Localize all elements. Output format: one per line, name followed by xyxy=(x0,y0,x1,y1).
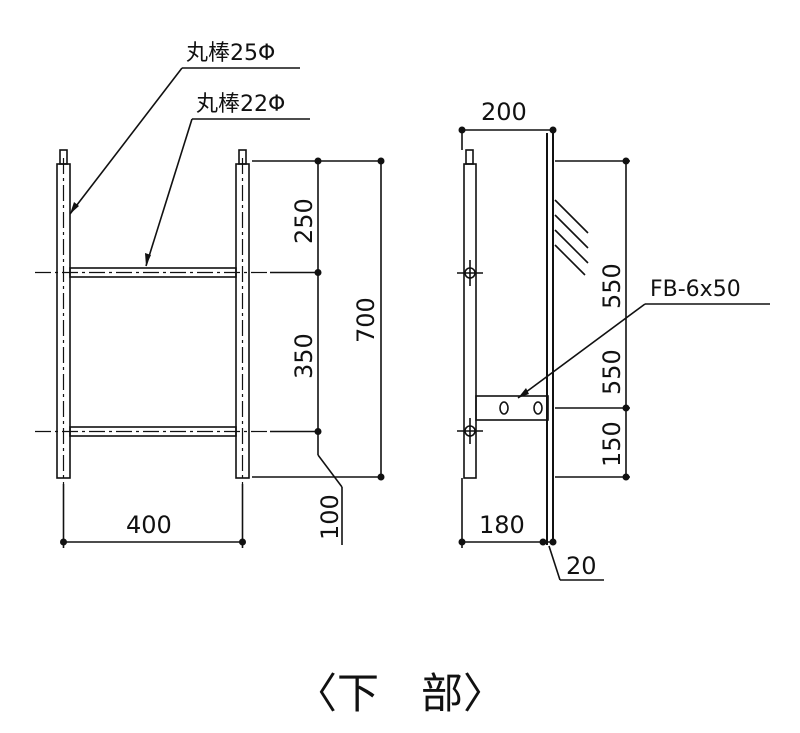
dim-200-text: 200 xyxy=(481,98,527,126)
dim-dot xyxy=(622,157,630,165)
rod25-label: 丸棒25Φ xyxy=(186,41,275,66)
dim-dot xyxy=(549,538,557,546)
dim-20-leader xyxy=(548,545,561,581)
dim-dot xyxy=(458,538,466,546)
fb-label: FB-6x50 xyxy=(650,277,741,302)
rod25-arrowhead xyxy=(70,202,79,214)
dim-dot xyxy=(314,269,322,276)
dim-dot xyxy=(239,538,246,546)
dim-dot xyxy=(622,473,630,481)
rod22-label: 丸棒22Φ xyxy=(196,92,285,117)
dim-700-text: 700 xyxy=(352,297,380,343)
drawing-title: 〈下 部〉 xyxy=(295,669,505,718)
fb-bracket xyxy=(475,395,549,421)
rod22-leader xyxy=(145,118,193,267)
rod25-leader xyxy=(69,67,183,215)
dim-dot xyxy=(314,428,322,435)
dim-550a-text: 550 xyxy=(598,263,626,309)
fb-hole-right xyxy=(533,401,543,415)
dim-180-text: 180 xyxy=(479,511,525,539)
dim-dot xyxy=(377,473,385,481)
front-view xyxy=(35,67,385,548)
left-rail-top-cap xyxy=(59,149,68,165)
fb-arrowhead xyxy=(518,388,529,398)
dim-dot xyxy=(622,404,630,412)
side-rail-top-cap xyxy=(465,149,474,165)
dim-400-text: 400 xyxy=(126,511,172,539)
dim-dot xyxy=(549,126,557,134)
fb-hole-left xyxy=(499,401,509,415)
fb-leader xyxy=(517,303,646,399)
dim-100-leader xyxy=(317,454,343,488)
dim-350-text: 350 xyxy=(290,333,318,379)
dim-dot xyxy=(377,157,385,165)
rod22-arrowhead xyxy=(145,253,151,266)
dim-100-text: 100 xyxy=(316,494,344,540)
dim-dot xyxy=(60,538,67,546)
dim-550b-text: 550 xyxy=(598,349,626,395)
wall-hatch xyxy=(554,244,586,276)
dim-250-text: 250 xyxy=(290,198,318,244)
right-rail-top-cap xyxy=(238,149,247,165)
dim-dot xyxy=(314,157,322,165)
wall-hatch xyxy=(554,199,589,234)
wall-hatch xyxy=(554,229,589,264)
dim-20-text: 20 xyxy=(566,552,597,580)
side-view xyxy=(457,126,770,581)
dim-150-text: 150 xyxy=(598,421,626,467)
dim-dot xyxy=(539,538,547,546)
wall-hatch xyxy=(554,214,589,249)
